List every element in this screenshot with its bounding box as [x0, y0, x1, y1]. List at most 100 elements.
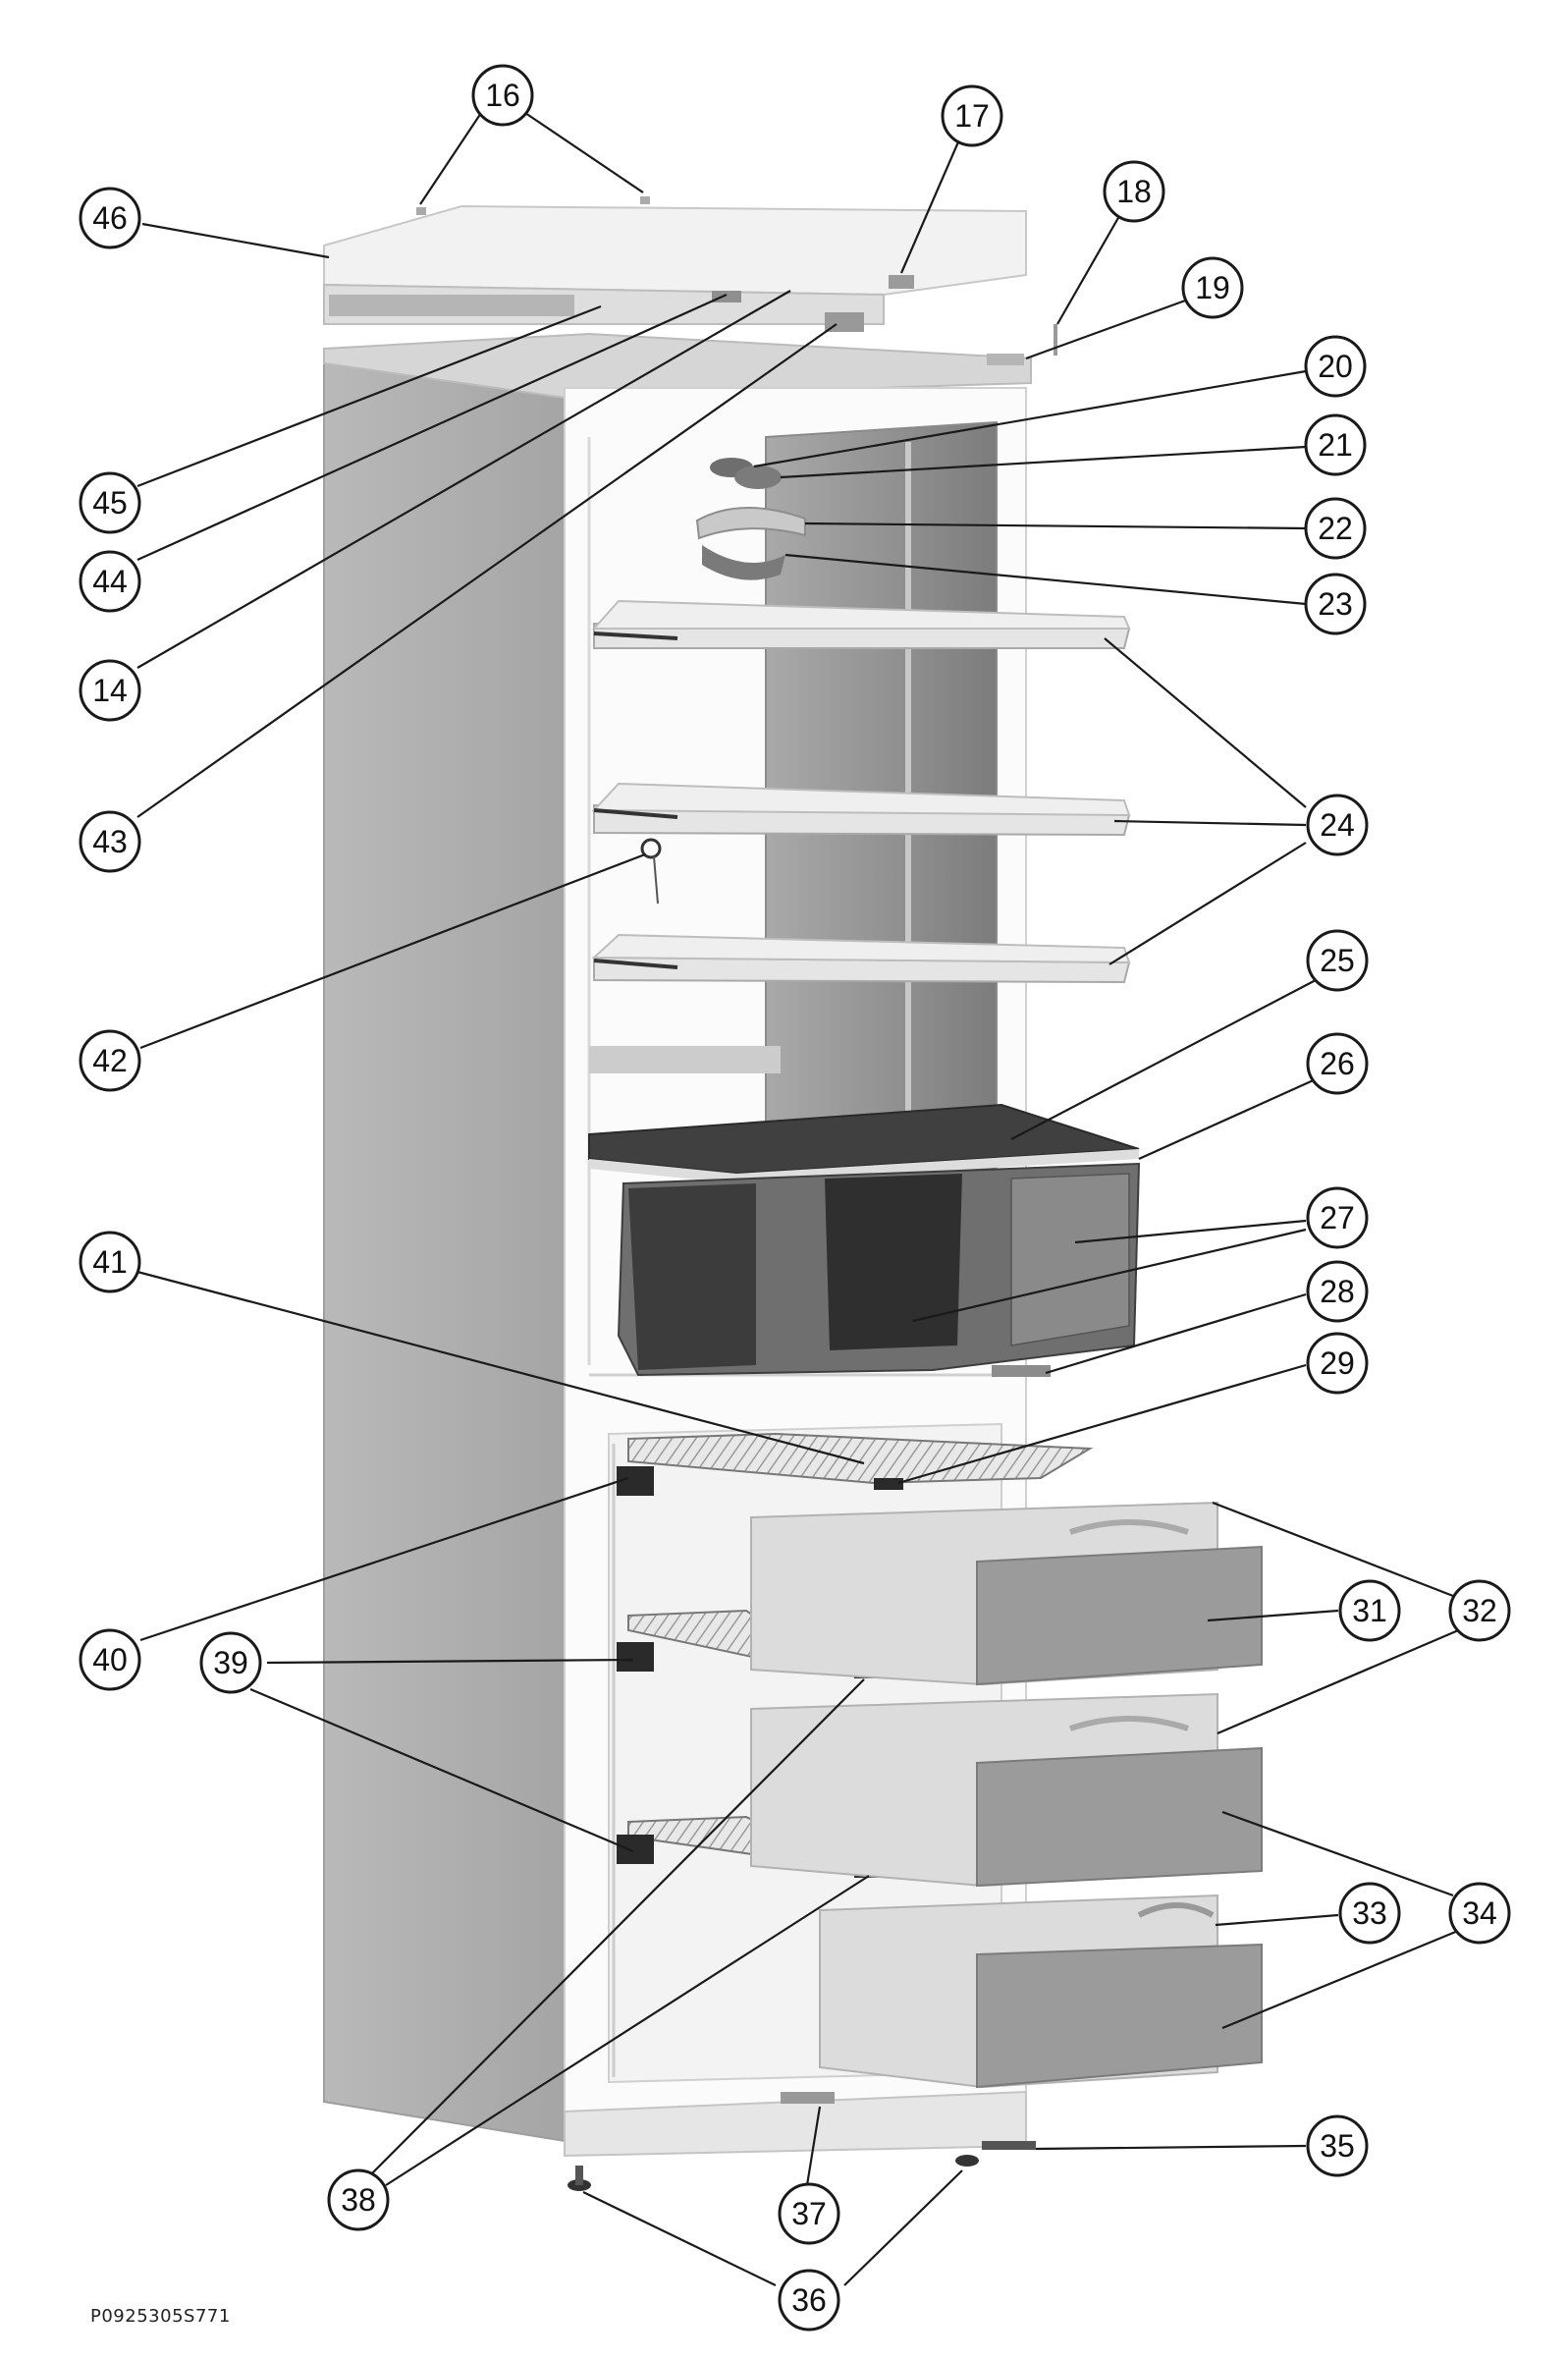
callout-38: 38: [327, 2168, 390, 2231]
lamp-cover-22: [695, 507, 806, 540]
callout-32: 32: [1448, 1579, 1511, 1642]
svg-text:35: 35: [1320, 2128, 1355, 2164]
svg-text:43: 43: [92, 824, 128, 859]
svg-text:19: 19: [1195, 270, 1230, 305]
glass-shelves: [589, 599, 1131, 1073]
callout-37: 37: [778, 2182, 840, 2245]
drawer-handle-33: [1137, 1902, 1215, 1918]
callout-34: 34: [1448, 1882, 1511, 1945]
svg-text:45: 45: [92, 485, 128, 521]
callout-18: 18: [1103, 160, 1165, 223]
callout-41: 41: [79, 1231, 141, 1293]
callout-19: 19: [1181, 256, 1244, 319]
clip-29: [874, 1478, 903, 1490]
top-cover-vent-strip: [329, 295, 574, 316]
drawer-handle-32b: [1069, 1716, 1189, 1731]
svg-text:20: 20: [1318, 349, 1353, 384]
cabinet-ceiling: [323, 332, 1032, 400]
drawer-handle-32a: [1069, 1519, 1189, 1535]
callout-27: 27: [1306, 1186, 1369, 1249]
feet: [568, 2092, 1036, 2191]
shelf-support-tab: [589, 1046, 781, 1073]
lamp-socket-21: [734, 466, 782, 489]
part-44-bracket: [712, 291, 741, 302]
svg-text:44: 44: [92, 564, 128, 599]
callout-45: 45: [79, 471, 141, 534]
lamp-assembly: [695, 458, 806, 580]
freezer-drawer-front-34b: [976, 1943, 1263, 2089]
svg-text:23: 23: [1318, 586, 1353, 622]
callout-31: 31: [1338, 1579, 1401, 1642]
hinge-pin-16b: [640, 196, 650, 204]
freezer-top-shelf-41: [627, 1432, 1094, 1485]
callout-36: 36: [778, 2269, 840, 2332]
svg-text:29: 29: [1320, 1345, 1355, 1381]
svg-text:42: 42: [92, 1043, 128, 1078]
svg-text:14: 14: [92, 673, 128, 708]
callout-23: 23: [1304, 573, 1367, 635]
svg-text:22: 22: [1318, 511, 1353, 546]
callout-29: 29: [1306, 1332, 1369, 1395]
lamp-diffuser-23: [702, 545, 785, 580]
svg-text:26: 26: [1320, 1046, 1355, 1081]
callout-42: 42: [79, 1029, 141, 1092]
left-side-panel: [323, 357, 566, 2143]
hinge-pin-16a: [416, 207, 426, 215]
callout-40: 40: [79, 1628, 141, 1691]
leader-lines: [136, 112, 1464, 2286]
svg-text:36: 36: [791, 2282, 827, 2318]
adjuster-35: [982, 2141, 1036, 2150]
callout-46: 46: [79, 187, 141, 249]
svg-text:37: 37: [791, 2196, 827, 2231]
freezer-drawer-front-34a: [976, 1746, 1263, 1888]
callout-17: 17: [941, 84, 1003, 147]
hinge-39a: [617, 1642, 654, 1672]
crisper-divider-27: [1010, 1173, 1130, 1346]
svg-text:18: 18: [1116, 174, 1152, 209]
top-cover: [323, 204, 1027, 297]
part-43-module: [825, 312, 864, 332]
screw-17: [889, 275, 914, 289]
foot-36b: [955, 2155, 979, 2167]
callout-26: 26: [1306, 1032, 1369, 1095]
glass-shelf-3-top: [591, 933, 1131, 964]
glass-shelf-2-top: [591, 782, 1131, 817]
callout-21: 21: [1304, 413, 1367, 476]
callout-33: 33: [1338, 1882, 1401, 1945]
svg-text:33: 33: [1352, 1895, 1387, 1931]
callout-35: 35: [1306, 2114, 1369, 2177]
callout-20: 20: [1304, 335, 1367, 398]
glass-shelf-1-top: [591, 599, 1131, 630]
svg-text:32: 32: [1462, 1593, 1497, 1628]
svg-text:39: 39: [213, 1645, 248, 1680]
svg-text:16: 16: [485, 78, 520, 113]
sensor-42: [640, 838, 662, 905]
crisper-rail-28: [992, 1365, 1051, 1377]
callout-24: 24: [1306, 794, 1369, 856]
callout-39: 39: [199, 1631, 262, 1694]
callout-16: 16: [471, 64, 534, 127]
callout-28: 28: [1306, 1260, 1369, 1323]
svg-text:28: 28: [1320, 1274, 1355, 1309]
freezer-drawer-front-31: [976, 1545, 1263, 1686]
svg-text:27: 27: [1320, 1200, 1355, 1235]
drain-37: [781, 2092, 835, 2104]
svg-text:34: 34: [1462, 1895, 1497, 1931]
svg-text:21: 21: [1318, 427, 1353, 463]
part-19-cap: [987, 354, 1024, 365]
svg-text:17: 17: [954, 98, 990, 134]
svg-text:46: 46: [92, 200, 128, 236]
svg-text:41: 41: [92, 1244, 128, 1280]
svg-text:40: 40: [92, 1642, 128, 1677]
callout-25: 25: [1306, 929, 1369, 992]
svg-text:38: 38: [341, 2182, 376, 2218]
freezer-assembly: [617, 1432, 1263, 2089]
hinge-39b: [617, 1835, 654, 1864]
callouts: 16 17 18 19 20 21 22 23 24 25 26 27 28 2…: [79, 64, 1511, 2332]
svg-text:25: 25: [1320, 943, 1355, 978]
diagram-reference-code: P0925305S771: [90, 2306, 231, 2327]
svg-text:31: 31: [1352, 1593, 1387, 1628]
svg-text:24: 24: [1320, 807, 1355, 843]
callout-14: 14: [79, 659, 141, 722]
